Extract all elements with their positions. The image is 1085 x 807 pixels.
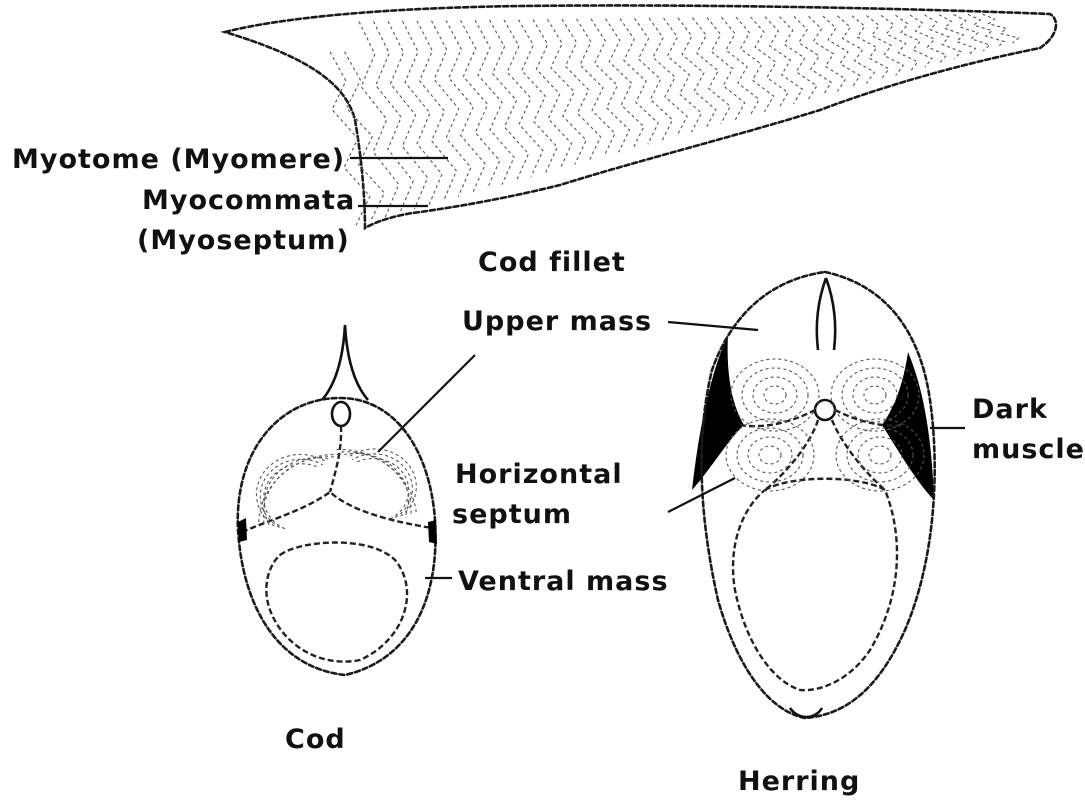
cod-title: Cod — [285, 724, 346, 755]
ventral-mass-label: Ventral mass — [458, 566, 669, 597]
myotome-line — [490, 20, 529, 181]
myotome-line — [403, 21, 443, 205]
herring-contour — [737, 428, 803, 482]
myotome-line — [765, 17, 802, 104]
cod-contour-upper-right — [344, 453, 408, 514]
myotome-line — [707, 17, 745, 119]
cod-dark-muscle-right — [428, 520, 437, 544]
upper-mass-leader-cod — [378, 355, 475, 452]
herring-contour — [869, 446, 891, 464]
dark-muscle-label-line2: muscle — [972, 434, 1085, 465]
dark-muscle-label-line1: Dark — [972, 394, 1048, 425]
herring-contour — [858, 437, 902, 473]
upper-mass-leader-herring — [668, 322, 758, 330]
myotome-line — [867, 16, 904, 76]
herring-cross-section — [692, 272, 935, 718]
myotome-line — [417, 21, 456, 201]
myotome-line — [736, 17, 774, 112]
myotome-label: Myotome (Myomere) — [12, 144, 345, 175]
herring-contour — [753, 377, 797, 413]
myotome-line — [548, 19, 587, 164]
cod-contour-upper-left — [263, 457, 334, 524]
myotome-line — [620, 18, 658, 144]
myotome-line — [664, 18, 702, 132]
myotome-line — [780, 17, 817, 100]
myotome-line — [794, 16, 831, 95]
myotome-line — [968, 14, 1004, 47]
myotome-line — [751, 17, 789, 108]
myotome-line — [678, 18, 716, 128]
herring-contour — [853, 377, 897, 413]
myotome-line — [461, 20, 500, 188]
cod-body-cavity — [266, 543, 407, 662]
myotome-line — [446, 21, 485, 193]
cod-cross-section — [238, 325, 437, 675]
myocommata-label-line1: Myocommata — [142, 185, 355, 216]
cod-vertical-septum — [330, 426, 341, 492]
cod-spinal-cord — [332, 402, 350, 426]
myotome-line — [693, 18, 731, 124]
cod-contour-upper-right — [341, 452, 412, 514]
myotome-line — [649, 18, 687, 136]
cod-horizontal-septum — [242, 492, 432, 532]
herring-contour — [748, 437, 792, 473]
cod-contour-upper-right — [352, 454, 412, 518]
herring-contour — [759, 446, 781, 464]
myotome-line — [939, 15, 975, 55]
herring-dark-muscle-left — [692, 335, 744, 490]
horizontal-septum-label-line1: Horizontal — [455, 459, 623, 490]
herring-contour — [731, 359, 819, 431]
myocommata-label-line2: (Myoseptum) — [137, 225, 350, 256]
myotome-line — [577, 19, 616, 156]
cod-dorsal-spine — [322, 325, 368, 400]
herring-body-cavity — [733, 479, 897, 690]
myotome-line — [388, 21, 428, 209]
myotome-line — [432, 21, 471, 197]
myotome-line — [838, 16, 875, 83]
myotome-line — [519, 20, 558, 173]
myotome-line — [635, 18, 673, 140]
cod-contour-upper-right — [356, 458, 409, 518]
myotome-lines — [330, 14, 1019, 225]
myotome-line — [606, 19, 644, 149]
myotome-line — [722, 17, 760, 116]
myotome-line — [475, 20, 514, 185]
cod-fillet-title: Cod fillet — [478, 247, 626, 278]
herring-dorsal-column — [817, 278, 835, 350]
upper-mass-label: Upper mass — [462, 306, 652, 337]
myotome-line — [809, 16, 846, 91]
myotome-line — [925, 15, 961, 59]
myotome-line — [359, 22, 399, 218]
cod-outline — [238, 398, 436, 675]
cod-contour-upper-left — [264, 458, 331, 525]
myotome-line — [983, 14, 1019, 43]
herring-contour — [864, 386, 886, 404]
horizontal-septum-label-line2: septum — [452, 499, 572, 530]
myotome-line — [374, 21, 414, 213]
herring-contour — [764, 386, 786, 404]
cod-dark-muscle-left — [238, 518, 247, 542]
herring-title: Herring — [738, 766, 860, 797]
herring-contour — [742, 368, 808, 422]
